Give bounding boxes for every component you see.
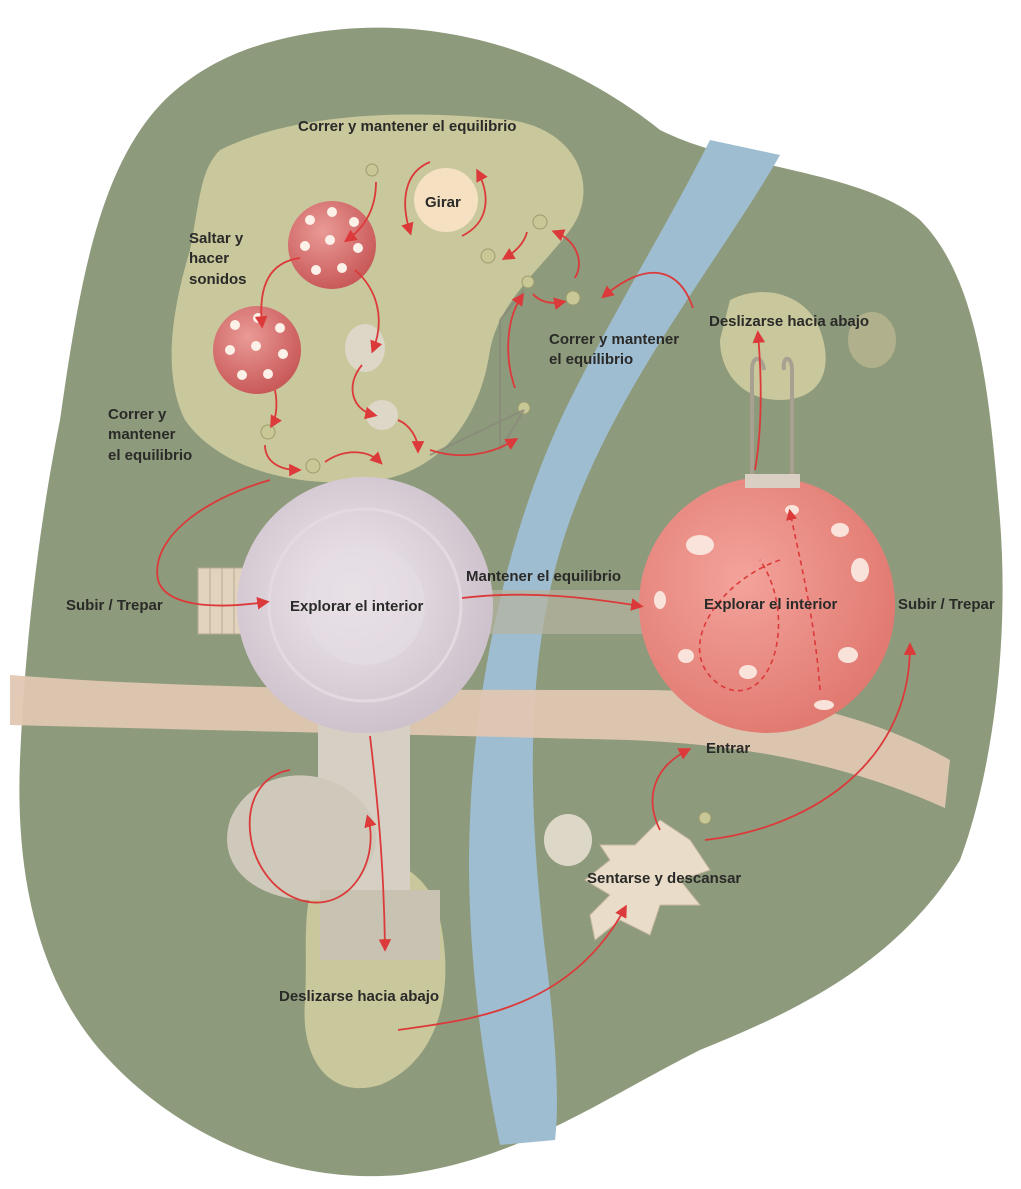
label-explorar-right: Explorar el interior (704, 595, 837, 615)
label-deslizarse-top: Deslizarse hacia abajo (709, 312, 869, 332)
label-correr-left: Correr y mantener el equilibrio (108, 405, 192, 466)
label-subir-left: Subir / Trepar (66, 596, 163, 616)
label-saltar-line3: sonidos (189, 270, 247, 290)
label-saltar-line2: hacer (189, 249, 247, 269)
label-correr-top: Correr y mantener el equilibrio (298, 117, 516, 137)
label-saltar-line1: Saltar y (189, 229, 247, 249)
label-girar: Girar (425, 193, 461, 213)
label-saltar: Saltar y hacer sonidos (189, 229, 247, 290)
label-deslizarse-bottom: Deslizarse hacia abajo (279, 987, 439, 1007)
label-explorar-left: Explorar el interior (290, 597, 423, 617)
label-correr-right-line1: Correr y mantener (549, 330, 679, 350)
stone (544, 814, 592, 866)
label-correr-right-line2: el equilibrio (549, 350, 679, 370)
label-correr-left-line3: el equilibrio (108, 446, 192, 466)
mushroom-top (288, 201, 376, 289)
label-sentarse: Sentarse y descansar (587, 869, 741, 889)
label-correr-left-line1: Correr y (108, 405, 192, 425)
label-correr-left-line2: mantener (108, 425, 192, 445)
label-mantener: Mantener el equilibrio (466, 567, 621, 587)
label-correr-right: Correr y mantener el equilibrio (549, 330, 679, 371)
label-entrar: Entrar (706, 739, 750, 759)
label-subir-right: Subir / Trepar (898, 595, 995, 615)
mushroom-left (213, 306, 301, 394)
